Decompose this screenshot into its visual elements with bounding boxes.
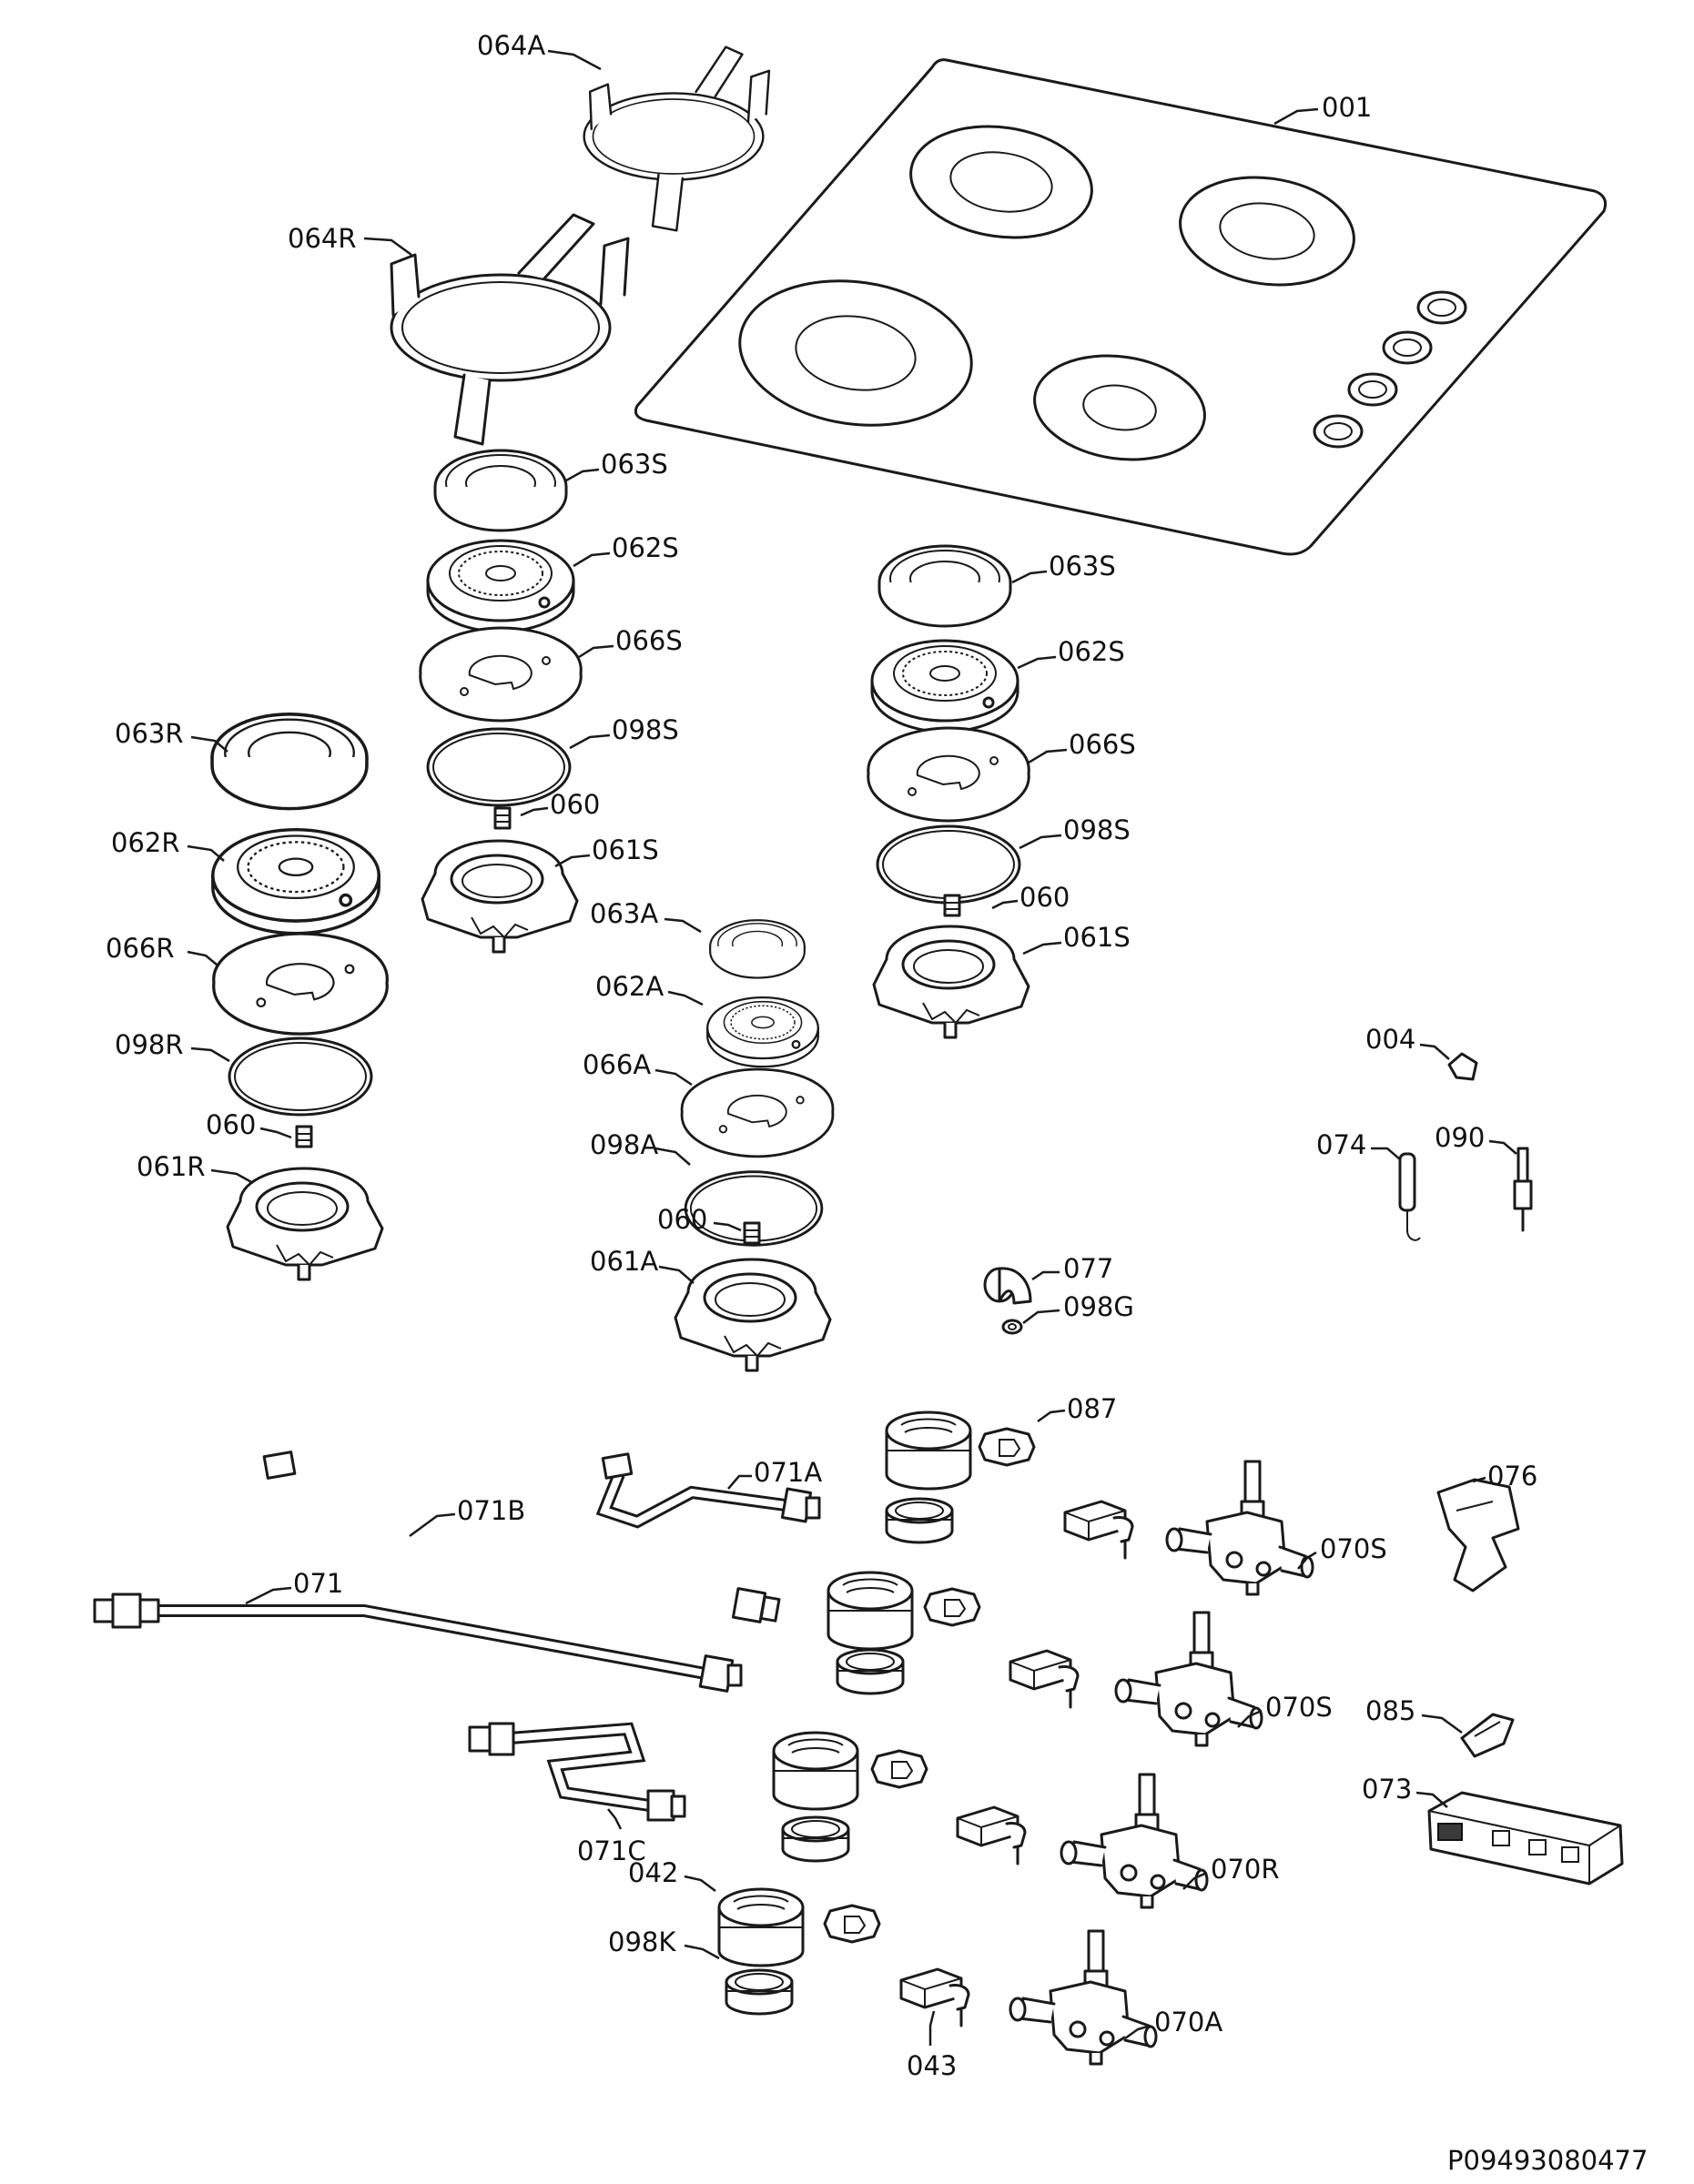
label-098A: 098A: [590, 1129, 658, 1160]
label-062S-right: 062S: [1058, 636, 1125, 667]
label-098S-right: 098S: [1063, 814, 1131, 845]
label-061A: 061A: [590, 1246, 658, 1277]
label-070S-lower: 070S: [1265, 1692, 1333, 1723]
label-066A: 066A: [583, 1049, 651, 1080]
label-087: 087: [1067, 1393, 1117, 1424]
pipe-071B: [262, 1451, 781, 1623]
burner-stack-s-right: [867, 544, 1030, 1039]
label-062S-left: 062S: [612, 532, 679, 563]
label-061R: 061R: [137, 1151, 206, 1182]
leader-lines: [187, 49, 1517, 2046]
control-row-1: [885, 1410, 1314, 1596]
label-090: 090: [1435, 1122, 1485, 1153]
part-076-bracket: [1436, 1478, 1520, 1592]
control-row-4: [717, 1887, 1158, 2066]
part-098G-washer: [1001, 1319, 1023, 1335]
burner-stack-a: [674, 919, 835, 1372]
part-074-thermocouple: [1398, 1152, 1421, 1241]
label-071A: 071A: [754, 1457, 822, 1488]
part-090-electrode: [1513, 1147, 1533, 1232]
label-063S-right: 063S: [1049, 551, 1116, 581]
burner-stack-s-left: [419, 449, 583, 954]
label-042: 042: [628, 1857, 678, 1888]
label-070S-upper: 070S: [1320, 1533, 1387, 1564]
label-004: 004: [1365, 1024, 1415, 1055]
label-066R: 066R: [106, 933, 175, 964]
label-062A: 062A: [595, 971, 664, 1002]
pipe-071A: [595, 1452, 821, 1529]
label-070R: 070R: [1211, 1854, 1280, 1885]
label-066S-left: 066S: [615, 625, 683, 656]
label-061S-left: 061S: [592, 834, 659, 865]
control-row-3: [772, 1731, 1209, 1909]
pipe-071: [93, 1592, 743, 1693]
label-060-left: 060: [550, 789, 600, 820]
part-004-clip: [1447, 1052, 1478, 1081]
hob-top-plate: [634, 58, 1608, 556]
label-085: 085: [1365, 1695, 1415, 1726]
reference-code: P09493080477: [1447, 2145, 1648, 2176]
label-062R: 062R: [111, 827, 180, 858]
pan-support-064A: [583, 46, 771, 232]
label-060-r: 060: [206, 1109, 256, 1140]
part-labels: 064A 001 064R 063S 062S 066S 098S 060 06…: [106, 30, 1648, 2176]
burner-stack-r: [210, 713, 389, 1281]
label-060-right: 060: [1019, 882, 1070, 913]
label-063R: 063R: [115, 718, 184, 749]
label-098K: 098K: [608, 1926, 676, 1957]
label-098S-left: 098S: [612, 714, 679, 745]
label-064A: 064A: [477, 30, 545, 61]
label-063S-left: 063S: [601, 449, 668, 480]
label-064R: 064R: [288, 223, 357, 254]
label-063A: 063A: [590, 898, 658, 929]
label-061S-right: 061S: [1063, 922, 1131, 953]
label-098R: 098R: [115, 1029, 184, 1060]
label-076: 076: [1487, 1461, 1537, 1491]
label-043: 043: [907, 2050, 957, 2081]
label-066S-right: 066S: [1069, 729, 1136, 760]
label-071C: 071C: [577, 1835, 646, 1866]
label-070A: 070A: [1154, 2007, 1222, 2037]
part-073-ignition-generator: [1427, 1791, 1624, 1886]
label-098G: 098G: [1063, 1291, 1134, 1322]
control-row-2: [827, 1571, 1263, 1747]
part-077-elbow: [983, 1267, 1032, 1305]
part-085-clip: [1460, 1713, 1515, 1758]
label-077: 077: [1063, 1253, 1113, 1284]
pipe-071C: [468, 1722, 686, 1822]
label-073: 073: [1362, 1774, 1412, 1805]
label-001: 001: [1322, 92, 1372, 123]
label-060-a: 060: [657, 1204, 707, 1235]
label-074: 074: [1316, 1129, 1366, 1160]
pan-support-064R: [390, 213, 630, 446]
label-071B: 071B: [457, 1495, 525, 1526]
label-071: 071: [293, 1568, 343, 1599]
